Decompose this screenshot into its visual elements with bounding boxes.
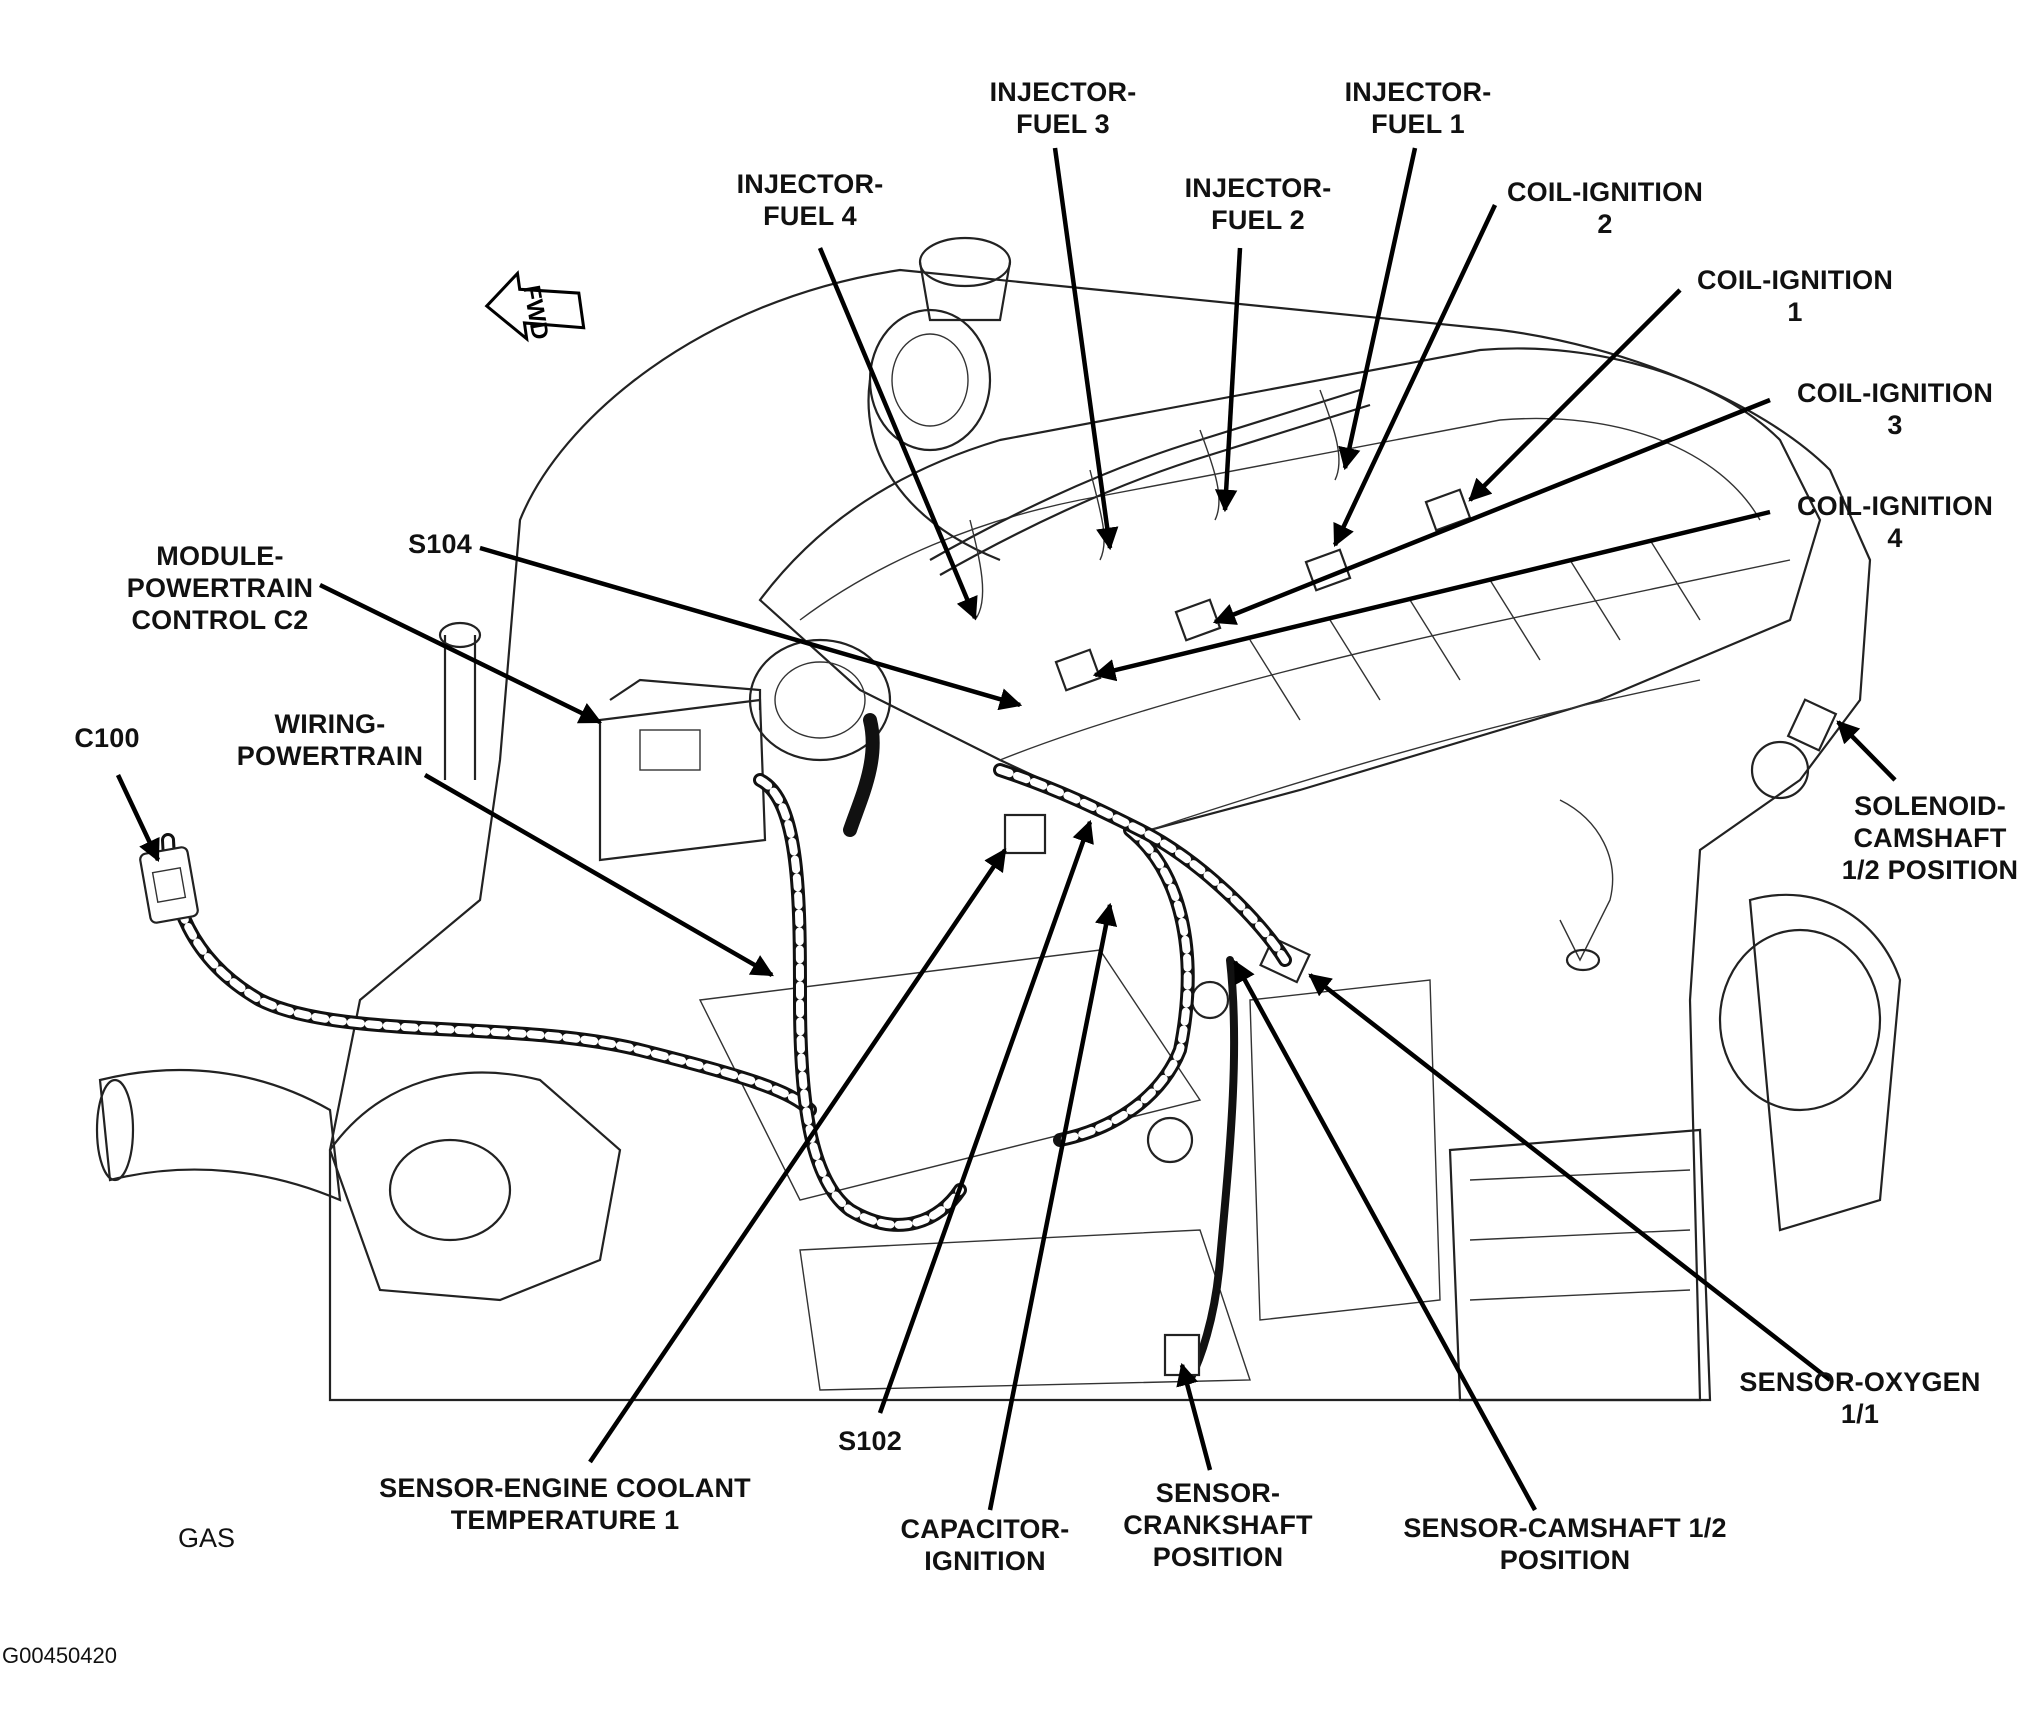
label-line: SENSOR-CAMSHAFT 1/2	[1403, 1513, 1727, 1543]
leader-s102	[877, 819, 1094, 1414]
label-line: SENSOR-OXYGEN	[1739, 1367, 1981, 1397]
label-line: COIL-IGNITION	[1796, 378, 1994, 408]
label-line: SENSOR-	[1155, 1478, 1281, 1508]
label-line: 1/2 POSITION	[1841, 855, 2019, 885]
fwd-arrow-icon: FWD	[484, 270, 586, 343]
leader-injector-fuel-2	[1214, 247, 1243, 513]
label-line: 4	[1887, 523, 1903, 553]
label-line: POSITION	[1152, 1542, 1284, 1572]
leader-c100	[115, 774, 161, 863]
label-injector-fuel-2: INJECTOR- FUEL 2	[1153, 172, 1363, 236]
leader-coil-ignition-2	[1332, 204, 1498, 548]
label-s104: S104	[395, 528, 485, 560]
label-coil-ignition-4: COIL-IGNITION 4	[1770, 490, 2020, 554]
label-line: CAPACITOR-	[900, 1514, 1070, 1544]
leader-sensor-engine-coolant	[588, 848, 1007, 1464]
engine-type-label: GAS	[178, 1523, 236, 1553]
label-capacitor-ignition: CAPACITOR- IGNITION	[880, 1513, 1090, 1577]
leader-coil-ignition-3	[1212, 397, 1771, 625]
label-line: INJECTOR-	[989, 77, 1137, 107]
label-line: INJECTOR-	[736, 169, 884, 199]
label-line: S102	[838, 1426, 902, 1456]
leader-s104	[479, 545, 1023, 711]
label-line: POWERTRAIN	[126, 573, 314, 603]
label-line: CAMSHAFT	[1853, 823, 2007, 853]
label-line: 1	[1787, 297, 1803, 327]
label-injector-fuel-3: INJECTOR- FUEL 3	[958, 76, 1168, 140]
leader-coil-ignition-1	[1468, 288, 1682, 502]
label-line: POSITION	[1499, 1545, 1631, 1575]
label-line: 2	[1597, 209, 1613, 239]
label-sensor-crankshaft: SENSOR- CRANKSHAFT POSITION	[1118, 1477, 1318, 1573]
label-coil-ignition-2: COIL-IGNITION 2	[1480, 176, 1730, 240]
label-line: FUEL 1	[1371, 109, 1465, 139]
label-line: FUEL 4	[763, 201, 857, 231]
label-line: TEMPERATURE 1	[450, 1505, 680, 1535]
label-line: INJECTOR-	[1184, 173, 1332, 203]
label-line: IGNITION	[924, 1546, 1046, 1576]
label-line: 3	[1887, 410, 1903, 440]
label-sensor-engine-coolant: SENSOR-ENGINE COOLANT TEMPERATURE 1	[355, 1472, 775, 1536]
label-wiring-powertrain: WIRING- POWERTRAIN	[230, 708, 430, 772]
label-sensor-camshaft: SENSOR-CAMSHAFT 1/2 POSITION	[1385, 1512, 1745, 1576]
label-line: COIL-IGNITION	[1696, 265, 1894, 295]
leader-solenoid-camshaft	[1836, 720, 1897, 782]
label-line: COIL-IGNITION	[1796, 491, 1994, 521]
label-line: COIL-IGNITION	[1506, 177, 1704, 207]
label-line: C100	[74, 723, 140, 753]
wiring-harness	[139, 713, 1292, 1384]
label-line: INJECTOR-	[1344, 77, 1492, 107]
label-line: WIRING-	[274, 709, 386, 739]
label-line: 1/1	[1840, 1399, 1880, 1429]
label-line: MODULE-	[156, 541, 284, 571]
figure-id: G00450420	[2, 1643, 117, 1668]
leader-coil-ignition-4	[1092, 509, 1771, 682]
leader-injector-fuel-4	[817, 247, 978, 621]
label-line: CRANKSHAFT	[1123, 1510, 1313, 1540]
engine-illustration	[95, 236, 1902, 1402]
leader-injector-fuel-1	[1338, 147, 1418, 471]
label-line: CONTROL C2	[131, 605, 309, 635]
label-module-powertrain: MODULE- POWERTRAIN CONTROL C2	[105, 540, 335, 636]
label-line: FUEL 2	[1211, 205, 1305, 235]
leader-wiring-powertrain	[423, 773, 774, 977]
leader-module-powertrain	[319, 582, 603, 725]
leader-sensor-oxygen	[1308, 973, 1832, 1382]
label-line: SOLENOID-	[1854, 791, 2006, 821]
label-line: FUEL 3	[1016, 109, 1110, 139]
label-line: POWERTRAIN	[236, 741, 424, 771]
label-injector-fuel-4: INJECTOR- FUEL 4	[705, 168, 915, 232]
label-line: S104	[408, 529, 472, 559]
label-solenoid-camshaft: SOLENOID- CAMSHAFT 1/2 POSITION	[1830, 790, 2030, 886]
leader-lines	[115, 147, 1897, 1512]
label-s102: S102	[820, 1425, 920, 1457]
leader-sensor-camshaft	[1233, 960, 1537, 1512]
label-sensor-oxygen: SENSOR-OXYGEN 1/1	[1730, 1366, 1990, 1430]
label-coil-ignition-3: COIL-IGNITION 3	[1770, 377, 2020, 441]
label-coil-ignition-1: COIL-IGNITION 1	[1670, 264, 1920, 328]
label-c100: C100	[62, 722, 152, 754]
leader-capacitor-ignition	[987, 902, 1118, 1511]
label-line: SENSOR-ENGINE COOLANT	[379, 1473, 751, 1503]
leader-injector-fuel-3	[1052, 147, 1119, 551]
leader-sensor-crankshaft	[1176, 1362, 1213, 1471]
label-injector-fuel-1: INJECTOR- FUEL 1	[1318, 76, 1518, 140]
